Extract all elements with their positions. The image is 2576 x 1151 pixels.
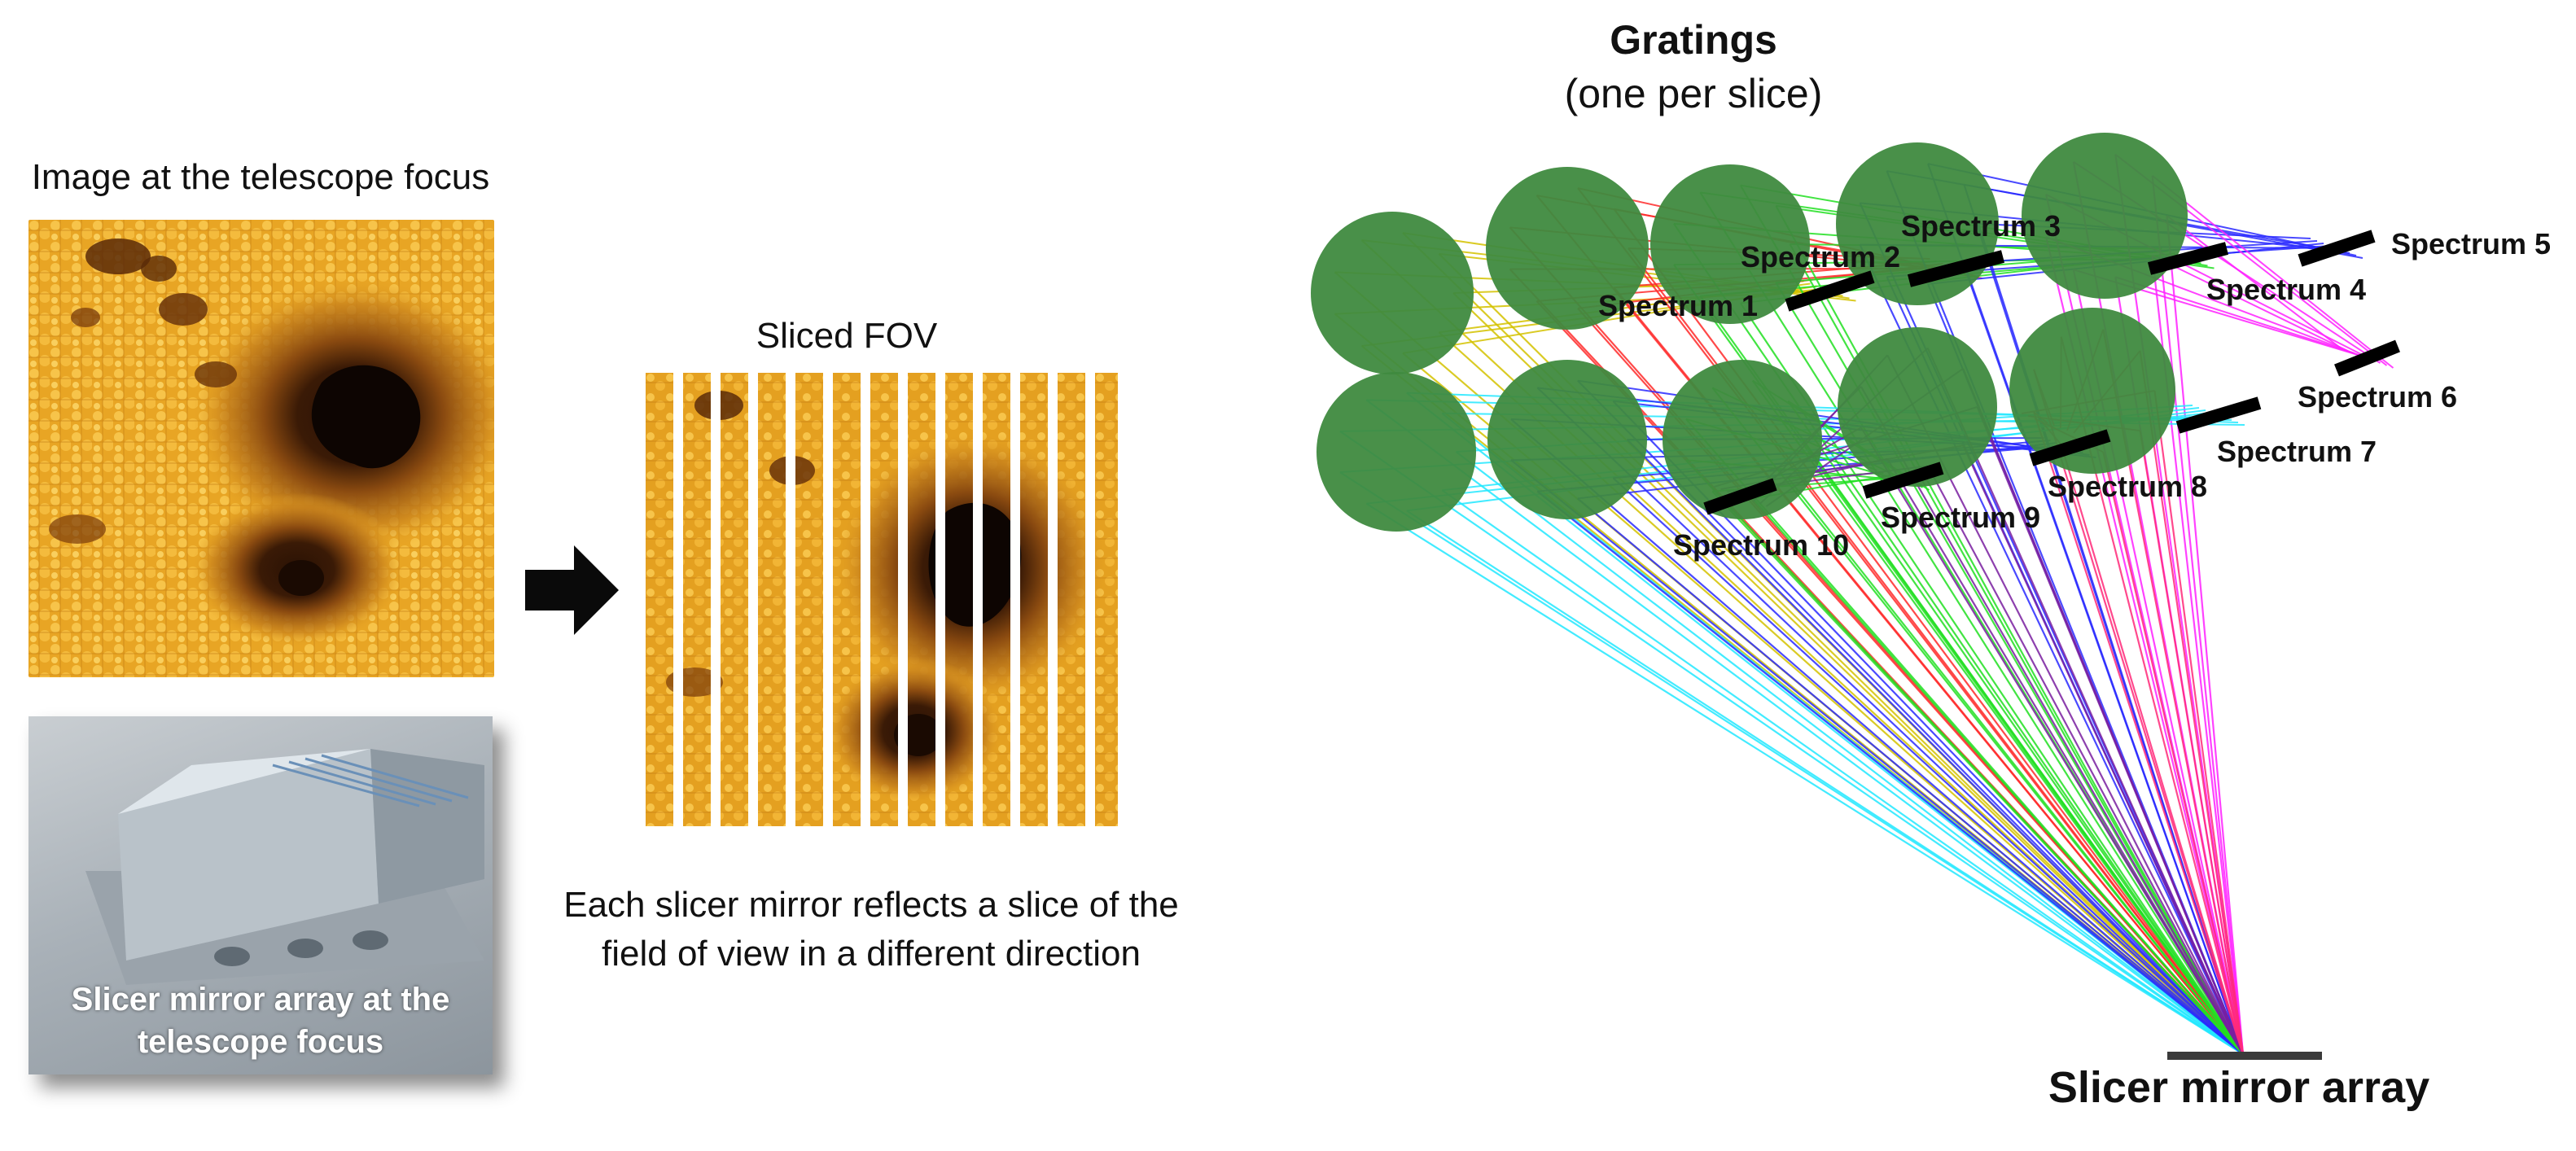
spectrum-label-7: Spectrum 7 [2217, 435, 2377, 468]
ray-in-8 [1685, 418, 2244, 1055]
ray-in-5 [2151, 175, 2245, 1055]
ray-in-9 [1962, 368, 2245, 1055]
gratings-group [1311, 133, 2188, 532]
slicer-description: Each slicer mirror reflects a slice of t… [529, 881, 1213, 978]
ray-in-3 [1673, 223, 2244, 1055]
detector-6 [2175, 396, 2262, 434]
ray-in-10 [2153, 390, 2245, 1055]
ray-out-7 [1577, 379, 2090, 456]
detector-3 [2147, 242, 2229, 275]
grating-10 [2009, 308, 2175, 474]
spectrum-label-8: Spectrum 8 [2048, 470, 2207, 503]
spectrum-label-4: Spectrum 4 [2206, 273, 2366, 306]
ray-in-3 [1699, 191, 2244, 1055]
gratings-subtitle: (one per slice) [1564, 71, 1823, 116]
ray-in-9 [1926, 465, 2244, 1055]
ray-in-8 [1711, 387, 2244, 1055]
detector-7 [2029, 429, 2111, 466]
spectrum-label-6: Spectrum 6 [2298, 380, 2457, 414]
ray-out-5 [2166, 215, 2342, 349]
ray-in-7 [1510, 418, 2244, 1055]
ray-in-7 [1626, 439, 2244, 1055]
grating-3 [1650, 164, 1810, 324]
ray-in-3 [1775, 205, 2244, 1055]
spectrum-label-3: Spectrum 3 [1901, 209, 2061, 243]
ray-in-1 [1360, 239, 2244, 1055]
ray-in-4 [1926, 163, 2245, 1055]
slicer-mirror-photo: Slicer mirror array at the telescope foc… [28, 716, 493, 1074]
spectrum-label-9: Spectrum 9 [1881, 501, 2040, 534]
sliced-fov-image [646, 373, 1118, 826]
ray-in-7 [1612, 477, 2244, 1055]
ray-in-6 [1339, 430, 2244, 1055]
photo-caption-line2: telescope focus [137, 1024, 384, 1060]
spectrum-label-5: Spectrum 5 [2391, 227, 2551, 260]
slicer-array-label: Slicer mirror array [2048, 1063, 2430, 1112]
detector-4 [2298, 230, 2376, 267]
ray-in-7 [1510, 459, 2244, 1055]
ray-out-5 [2151, 175, 2394, 369]
ray-out-5 [2114, 276, 2355, 354]
ray-in-8 [1685, 459, 2244, 1055]
right-arrow-icon [525, 545, 619, 635]
ray-in-7 [1536, 387, 2244, 1055]
ray-in-6 [1339, 471, 2244, 1055]
detector-5 [2334, 339, 2400, 377]
ray-in-8 [1787, 400, 2244, 1055]
ray-in-9 [1860, 427, 2244, 1055]
grating-8 [1663, 360, 1822, 519]
grating-1 [1311, 212, 1474, 374]
description-line2: field of view in a different direction [602, 934, 1141, 974]
grating-6 [1316, 372, 1476, 532]
ray-in-7 [1536, 490, 2244, 1055]
ray-in-10 [2102, 452, 2245, 1055]
ray-in-2 [1577, 187, 2244, 1055]
ray-in-9 [1886, 458, 2244, 1055]
ray-in-2 [1613, 208, 2244, 1055]
grating-9 [1838, 327, 1997, 487]
detector-9 [1703, 478, 1777, 515]
ray-in-10 [2033, 411, 2245, 1055]
ray-in-9 [1962, 444, 2244, 1055]
ray-in-7 [1577, 497, 2244, 1055]
ray-in-10 [2139, 430, 2245, 1055]
sliced-fov-caption: Sliced FOV [756, 316, 938, 356]
spectrum-label-2: Spectrum 2 [1741, 240, 1900, 274]
spectrum-label-10: Spectrum 10 [1673, 528, 1849, 562]
focus-image-caption: Image at the telescope focus [31, 157, 490, 197]
telescope-focus-image [28, 220, 494, 677]
ray-in-6 [1365, 399, 2244, 1055]
detector-8 [1862, 462, 1944, 499]
ray-in-10 [2033, 369, 2245, 1055]
photo-caption-line1: Slicer mirror array at the [71, 982, 450, 1018]
grating-7 [1487, 360, 1647, 519]
ray-in-9 [1926, 348, 2245, 1055]
ray-in-2 [1536, 195, 2244, 1055]
detectors-group [1703, 230, 2400, 515]
slicer-mirror-array-bar [2167, 1052, 2322, 1060]
diagram-title: Gratings (one per slice) [1433, 16, 1954, 117]
slicer-mirror-caption: Slicer mirror array at the telescope foc… [28, 978, 493, 1074]
grating-2 [1486, 167, 1649, 330]
ray-out-5 [2152, 255, 2348, 352]
spectrum-label-1: Spectrum 1 [1598, 289, 1758, 322]
slicer-mirror-render [85, 749, 484, 985]
grating-5 [2022, 133, 2188, 299]
detector-2 [1907, 250, 2005, 287]
ray-in-10 [2139, 350, 2245, 1055]
gratings-title: Gratings [1610, 17, 1777, 63]
description-line1: Each slicer mirror reflects a slice of t… [563, 885, 1179, 925]
detector-1 [1785, 270, 1875, 312]
ray-in-8 [1751, 379, 2244, 1055]
ray-in-9 [1860, 386, 2244, 1055]
ray-in-6 [1441, 489, 2244, 1055]
ray-in-6 [1365, 502, 2244, 1055]
ray-in-6 [1455, 451, 2244, 1055]
ray-in-5 [2166, 215, 2245, 1055]
